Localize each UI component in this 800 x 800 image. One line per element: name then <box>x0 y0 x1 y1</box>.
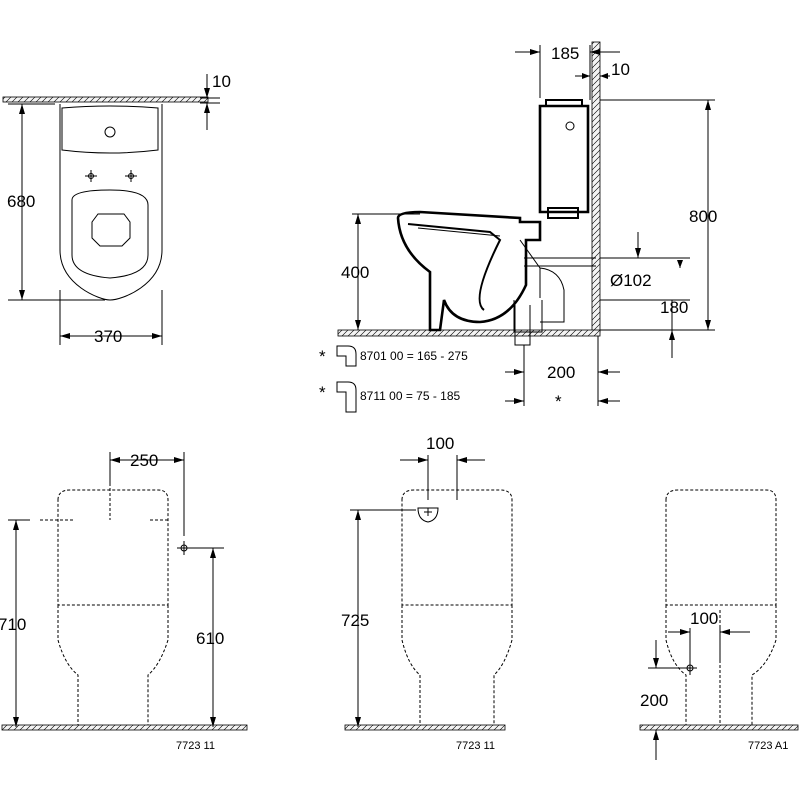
tank-outline-dashed <box>665 489 777 606</box>
front2-button-width-label: 100 <box>426 434 454 453</box>
top-depth-label: 680 <box>7 192 35 211</box>
side-outlet-diameter-label: Ø102 <box>610 271 652 290</box>
front1-pipe-offset-label: 250 <box>130 451 158 470</box>
tank-outline-dashed <box>401 489 513 606</box>
flush-button-icon <box>104 126 116 138</box>
front1-height-label: 710 <box>0 615 26 634</box>
side-height-label: 800 <box>689 207 717 226</box>
connector-2-label: 8711 00 = 75 - 185 <box>360 389 461 403</box>
side-wall-gap-label: 10 <box>611 60 630 79</box>
outlet-pipe <box>524 257 596 267</box>
top-thickness-label: 10 <box>212 72 231 91</box>
back-view: 100 200 7723 A1 <box>639 489 799 760</box>
front2-product-code: 7723 11 <box>456 740 495 752</box>
front-view-2: 100 725 7723 11 <box>341 434 513 752</box>
front1-inlet-height-label: 610 <box>196 629 224 648</box>
front-view-1: 250 710 610 7723 11 <box>0 451 248 752</box>
tank-outline-dashed <box>57 489 169 606</box>
floor-section <box>337 329 601 337</box>
connector-1-label: 8701 00 = 165 - 275 <box>360 349 468 363</box>
connector-pipe <box>514 305 531 346</box>
bowl-inner <box>91 213 131 247</box>
side-outlet-height-label: 180 <box>660 298 688 317</box>
pan-outline-dashed <box>665 605 777 725</box>
wall-line <box>2 96 209 103</box>
side-asterisk-mark: * <box>555 392 562 411</box>
pan-outline-dashed <box>401 605 513 725</box>
toilet-outline-top <box>59 104 163 301</box>
back-outlet-offset-label: 100 <box>690 609 718 628</box>
side-tank-depth-label: 185 <box>551 44 579 63</box>
pan-outline-dashed <box>57 605 169 725</box>
front2-height-label: 725 <box>341 611 369 630</box>
side-view: 185 10 800 400 Ø102 180 200 <box>319 41 717 413</box>
flush-button-icon <box>417 507 439 523</box>
wall-section <box>591 41 601 333</box>
bowl-outer <box>71 189 149 279</box>
floor-line <box>639 724 799 731</box>
outlet-mark <box>683 661 697 675</box>
fixing-mark-left <box>85 170 97 182</box>
back-outlet-height-label: 200 <box>640 691 668 710</box>
tank-outline-top <box>61 105 159 154</box>
fixing-mark-right <box>125 170 137 182</box>
floor-line <box>1 724 248 731</box>
tank-side <box>538 104 590 214</box>
back-product-code: 7723 A1 <box>748 740 788 752</box>
connector-1-asterisk: * <box>319 347 326 366</box>
top-width-label: 370 <box>94 327 122 346</box>
bowl-side <box>396 210 542 332</box>
connector-2-icon <box>336 381 357 413</box>
side-seat-height-label: 400 <box>341 263 369 282</box>
side-outlet-offset-label: 200 <box>547 363 575 382</box>
connector-2-asterisk: * <box>319 383 326 402</box>
front1-product-code: 7723 11 <box>176 740 215 752</box>
floor-line <box>344 724 506 731</box>
water-inlet-mark <box>177 541 191 555</box>
connector-1-icon <box>336 345 357 367</box>
top-view: 10 680 370 <box>2 72 231 346</box>
